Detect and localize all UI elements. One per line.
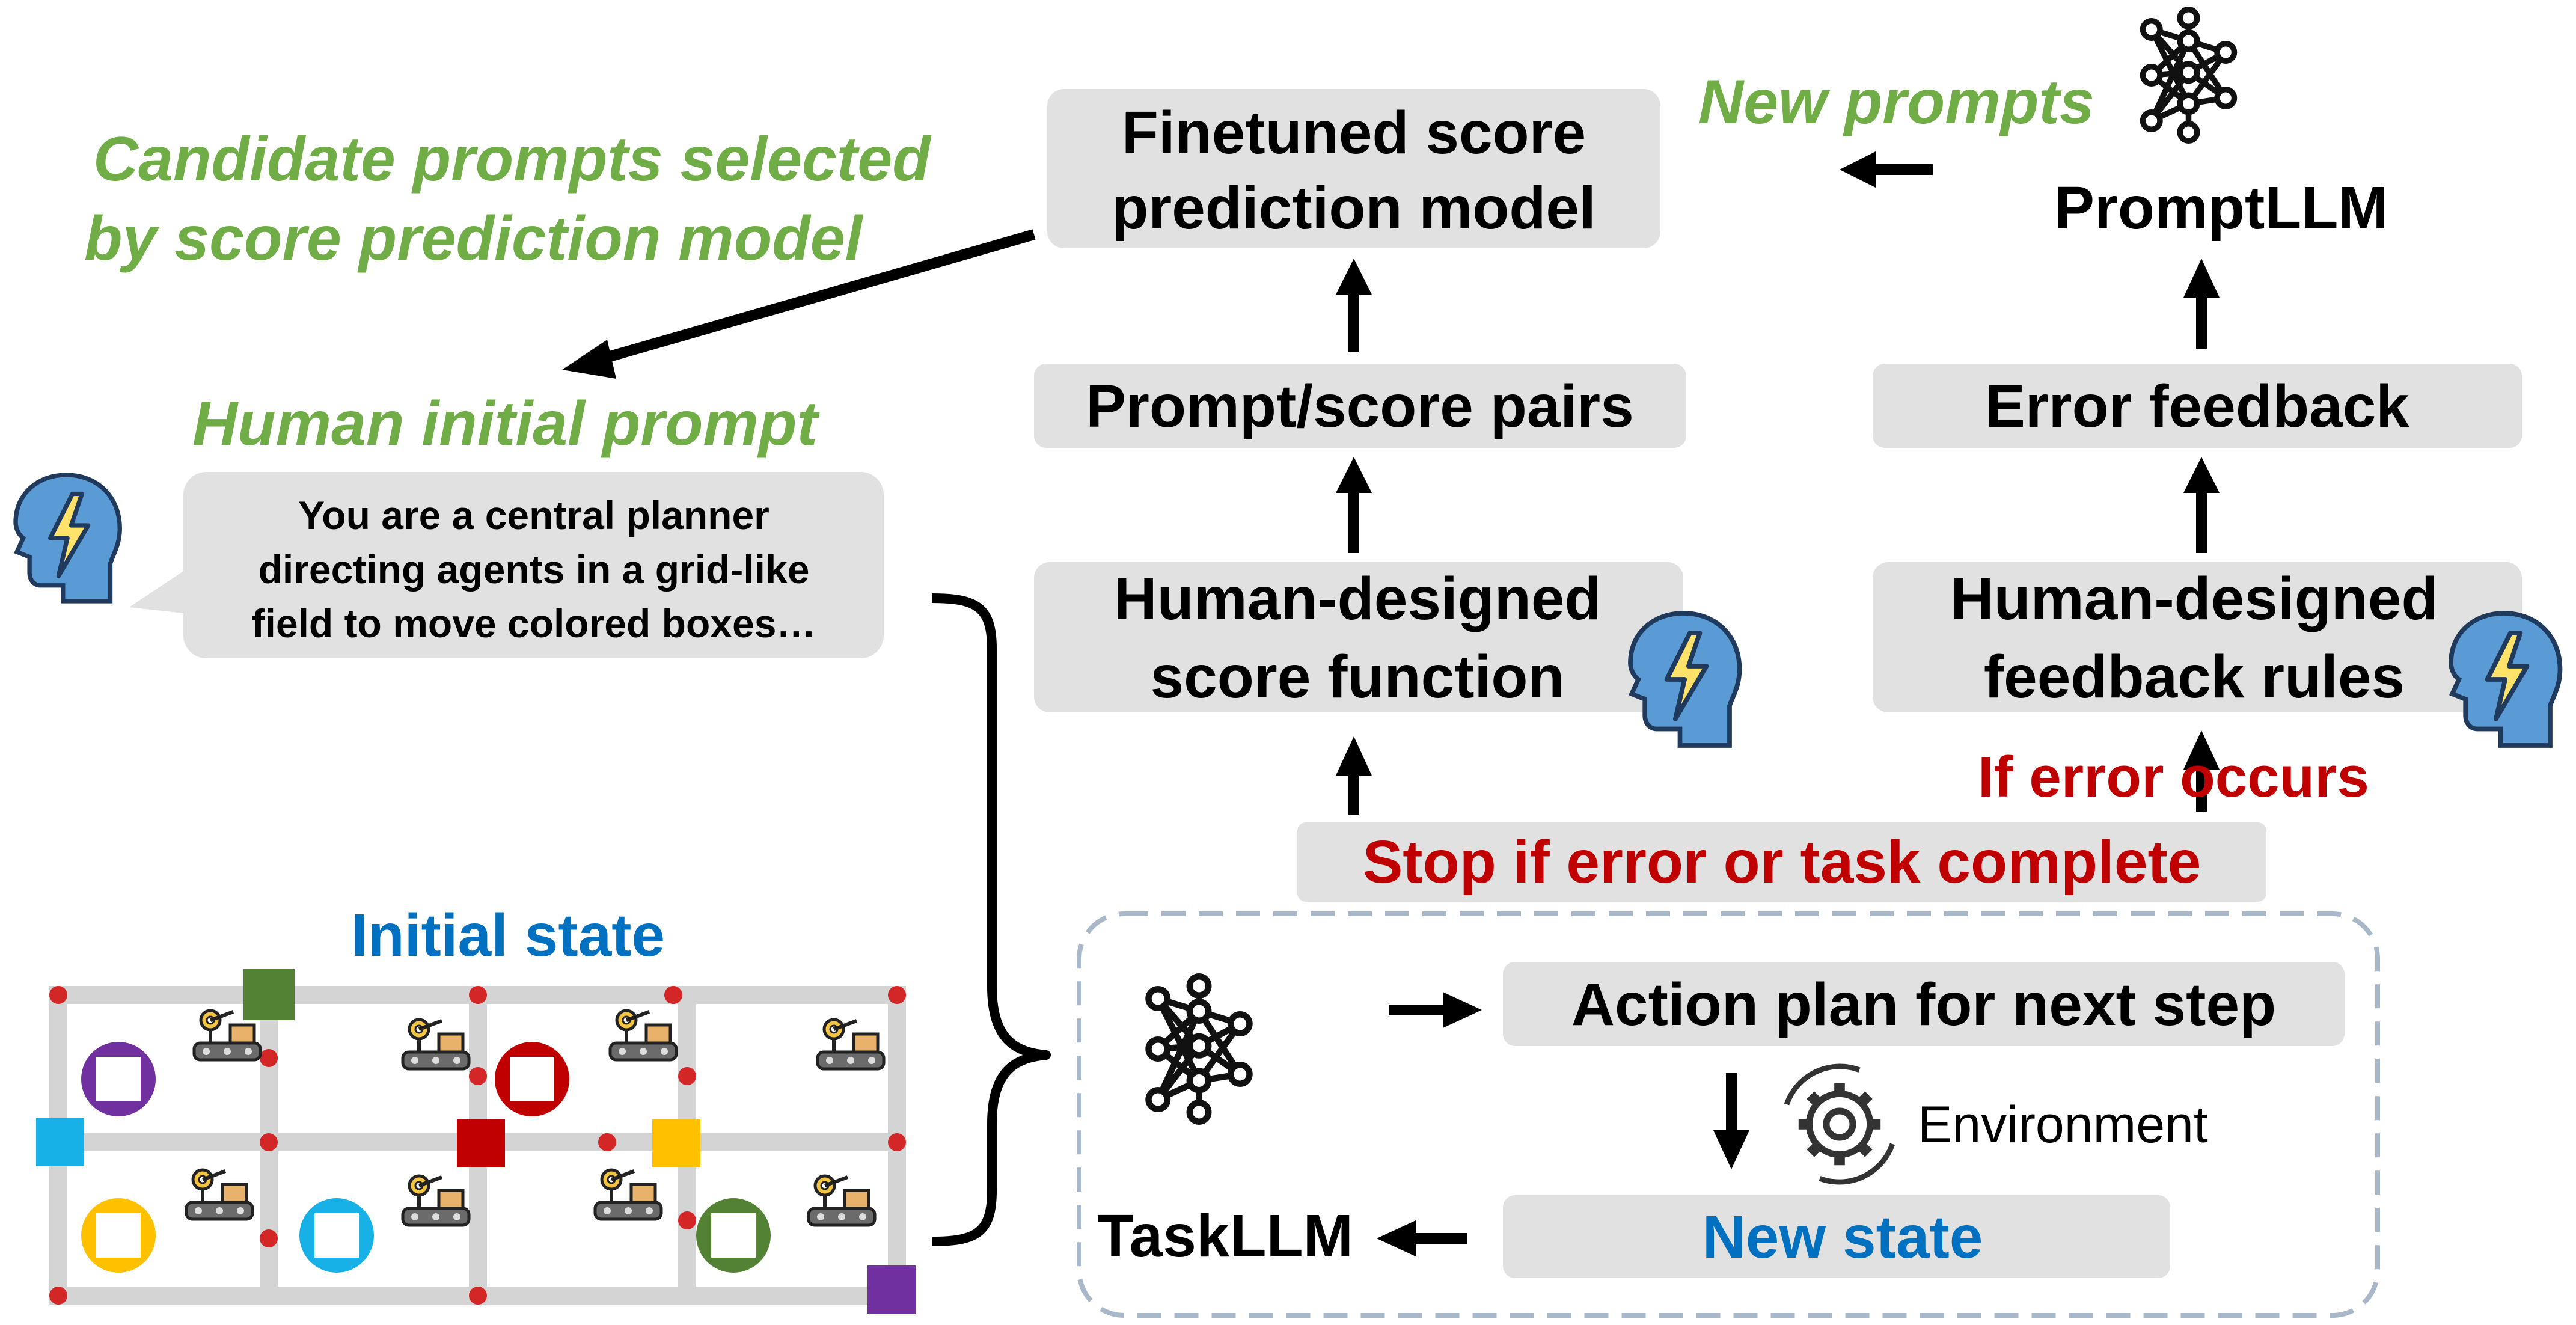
task-llm-network-icon — [1149, 976, 1250, 1122]
score-function-box: Human-designed score function — [1034, 562, 1683, 712]
arrowhead-score-to-pairs — [1336, 457, 1372, 493]
finetuned-score-model-box: Finetuned score prediction model — [1047, 89, 1660, 248]
arrowhead-pairs-to-model — [1336, 259, 1372, 295]
arrowhead-error-to-rules — [2183, 730, 2220, 770]
task-loop-container — [1077, 911, 2380, 1318]
initial-state-grid — [36, 969, 916, 1314]
arrowhead-state-to-taskllm — [1377, 1220, 1416, 1256]
initial-state-label: Initial state — [351, 902, 665, 969]
stop-condition-box: Stop if error or task complete — [1297, 822, 2266, 902]
merge-brace — [931, 593, 1051, 1246]
svg-text:Human-designed: Human-designed — [1950, 565, 2438, 632]
arrowhead-action-to-state — [1713, 1130, 1749, 1169]
environment-label: Environment — [1918, 1096, 2208, 1154]
human-initial-prompt-label: Human initial prompt — [192, 389, 820, 459]
svg-text:directing agents in a grid-lik: directing agents in a grid-like — [259, 547, 810, 592]
svg-text:Finetuned score: Finetuned score — [1122, 99, 1586, 167]
svg-text:Action plan for next step: Action plan for next step — [1571, 971, 2276, 1038]
svg-text:Prompt/score pairs: Prompt/score pairs — [1086, 373, 1633, 440]
svg-text:feedback rules: feedback rules — [1984, 643, 2405, 711]
candidate-prompts-label: Candidate prompts selected — [93, 124, 932, 194]
arrowhead-promptllm-to-model — [1840, 151, 1876, 188]
human-head-icon — [16, 475, 120, 601]
svg-text:Human-designed: Human-designed — [1113, 565, 1601, 632]
svg-text:score function: score function — [1151, 643, 1565, 711]
if-error-occurs-label: If error occurs — [1978, 745, 2369, 809]
candidate-arrowhead — [562, 340, 616, 379]
new-prompts-label: New prompts — [1698, 67, 2094, 137]
candidate-arrow — [593, 229, 1036, 366]
feedback-rules-box: Human-designed feedback rules — [1873, 562, 2522, 712]
arrowhead-stop-to-score — [1336, 736, 1372, 776]
candidate-prompts-label-2: by score prediction model — [84, 204, 864, 274]
new-state-box: New state — [1503, 1195, 2170, 1278]
svg-text:Error feedback: Error feedback — [1985, 373, 2409, 440]
svg-text:You are a central planner: You are a central planner — [298, 493, 769, 537]
human-head-icon-rules — [2451, 613, 2560, 745]
action-plan-box: Action plan for next step — [1503, 962, 2345, 1046]
svg-text:New state: New state — [1703, 1204, 1983, 1271]
svg-text:field to move colored boxes…: field to move colored boxes… — [252, 601, 816, 646]
prompt-score-pairs-box: Prompt/score pairs — [1034, 364, 1686, 448]
arrowhead-taskllm-to-action — [1443, 992, 1482, 1028]
task-llm-label: TaskLLM — [1097, 1202, 1353, 1270]
prompt-bubble: You are a central planner directing agen… — [129, 472, 884, 658]
environment-gear-icon — [1787, 1066, 1892, 1182]
human-head-icon-score — [1630, 613, 1740, 745]
svg-text:Stop if error or task complete: Stop if error or task complete — [1363, 828, 2201, 896]
prompt-llm-network-icon — [2143, 10, 2235, 141]
arrowhead-feedback-to-promptllm — [2183, 259, 2220, 298]
prompt-llm-label: PromptLLM — [2054, 174, 2388, 242]
arrowhead-rules-to-feedback — [2183, 457, 2220, 493]
error-feedback-box: Error feedback — [1873, 364, 2522, 448]
svg-text:prediction model: prediction model — [1112, 174, 1596, 242]
